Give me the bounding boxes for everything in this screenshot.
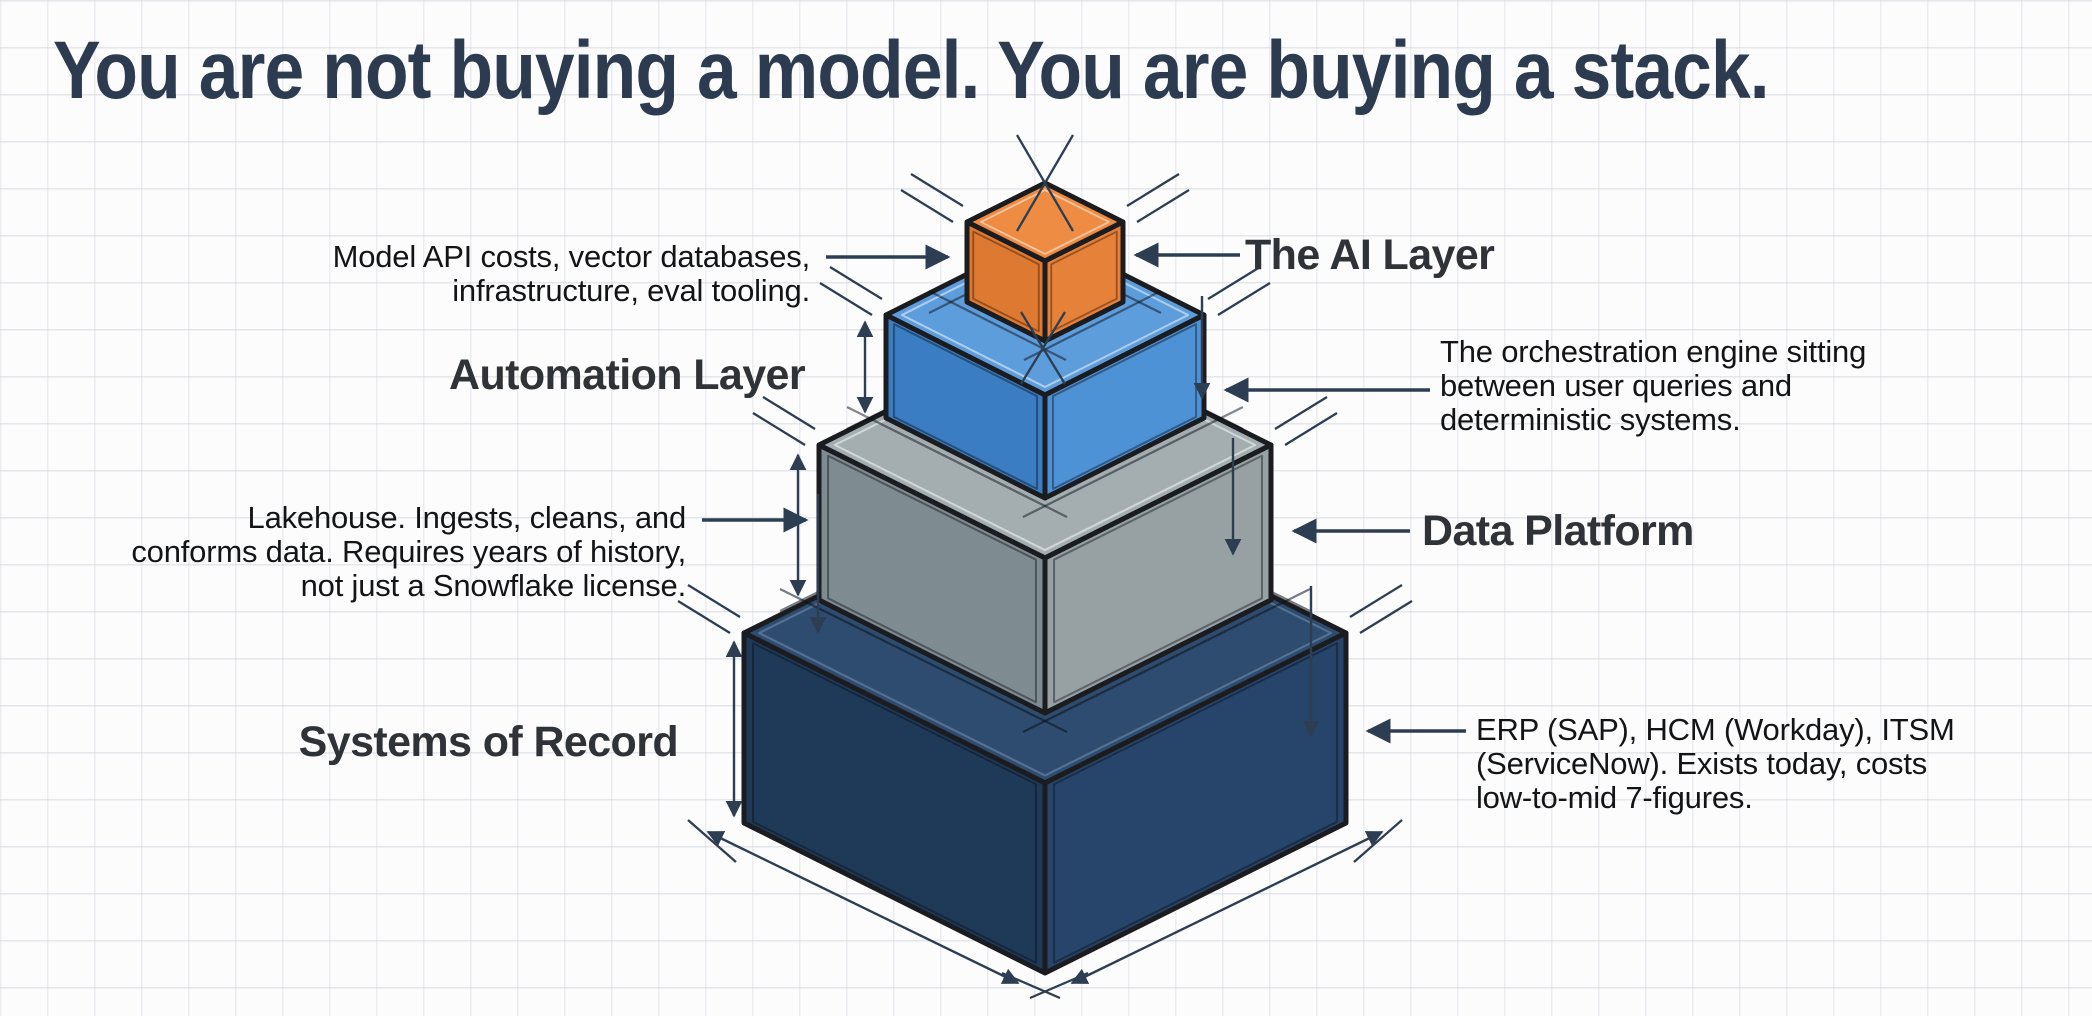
tick-orange-left (900, 173, 964, 223)
page-title: You are not buying a model. You are buyi… (53, 25, 1770, 116)
tick-blue-left (819, 266, 883, 316)
label-automation-layer: Automation Layer (449, 351, 806, 399)
note-line: Model API costs, vector databases, (332, 239, 811, 274)
label-data-platform: Data Platform (1422, 507, 1694, 555)
dimension-lines (706, 296, 1384, 985)
note-line: infrastructure, eval tooling. (452, 273, 810, 308)
note-line: ERP (SAP), HCM (Workday), ITSM (1476, 712, 1955, 747)
note-line: not just a Snowflake license. (300, 568, 687, 603)
block-ai-layer (964, 180, 1126, 344)
note-ai-layer: Model API costs, vector databases, infra… (332, 239, 811, 308)
annotation-arrows (702, 242, 1466, 744)
note-systems-of-record: ERP (SAP), HCM (Workday), ITSM (ServiceN… (1476, 713, 1955, 815)
dim-base-right-edge (1070, 830, 1384, 985)
note-line: The orchestration engine sitting (1440, 334, 1867, 369)
note-line: conforms data. Requires years of history… (131, 534, 686, 569)
isometric-stack (741, 180, 1349, 976)
note-line: deterministic systems. (1440, 402, 1741, 437)
dim-base-left-edge (706, 830, 1020, 985)
tick-navy-left (677, 584, 741, 634)
note-line: Lakehouse. Ingests, cleans, and (247, 500, 687, 535)
note-line: between user queries and (1440, 368, 1792, 403)
label-systems-of-record: Systems of Record (298, 718, 679, 766)
note-line: low-to-mid 7-figures. (1476, 780, 1753, 815)
tick-orange-right (1126, 173, 1190, 223)
tick-gray-left (752, 396, 816, 446)
tick-blue-right (1207, 266, 1271, 316)
note-data-platform: Lakehouse. Ingests, cleans, and conforms… (131, 501, 686, 603)
tick-gray-right (1274, 396, 1338, 446)
label-ai-layer: The AI Layer (1245, 231, 1495, 279)
tick-navy-right (1349, 584, 1413, 634)
note-automation-layer: The orchestration engine sitting between… (1440, 335, 1866, 437)
note-line: (ServiceNow). Exists today, costs (1476, 746, 1928, 781)
